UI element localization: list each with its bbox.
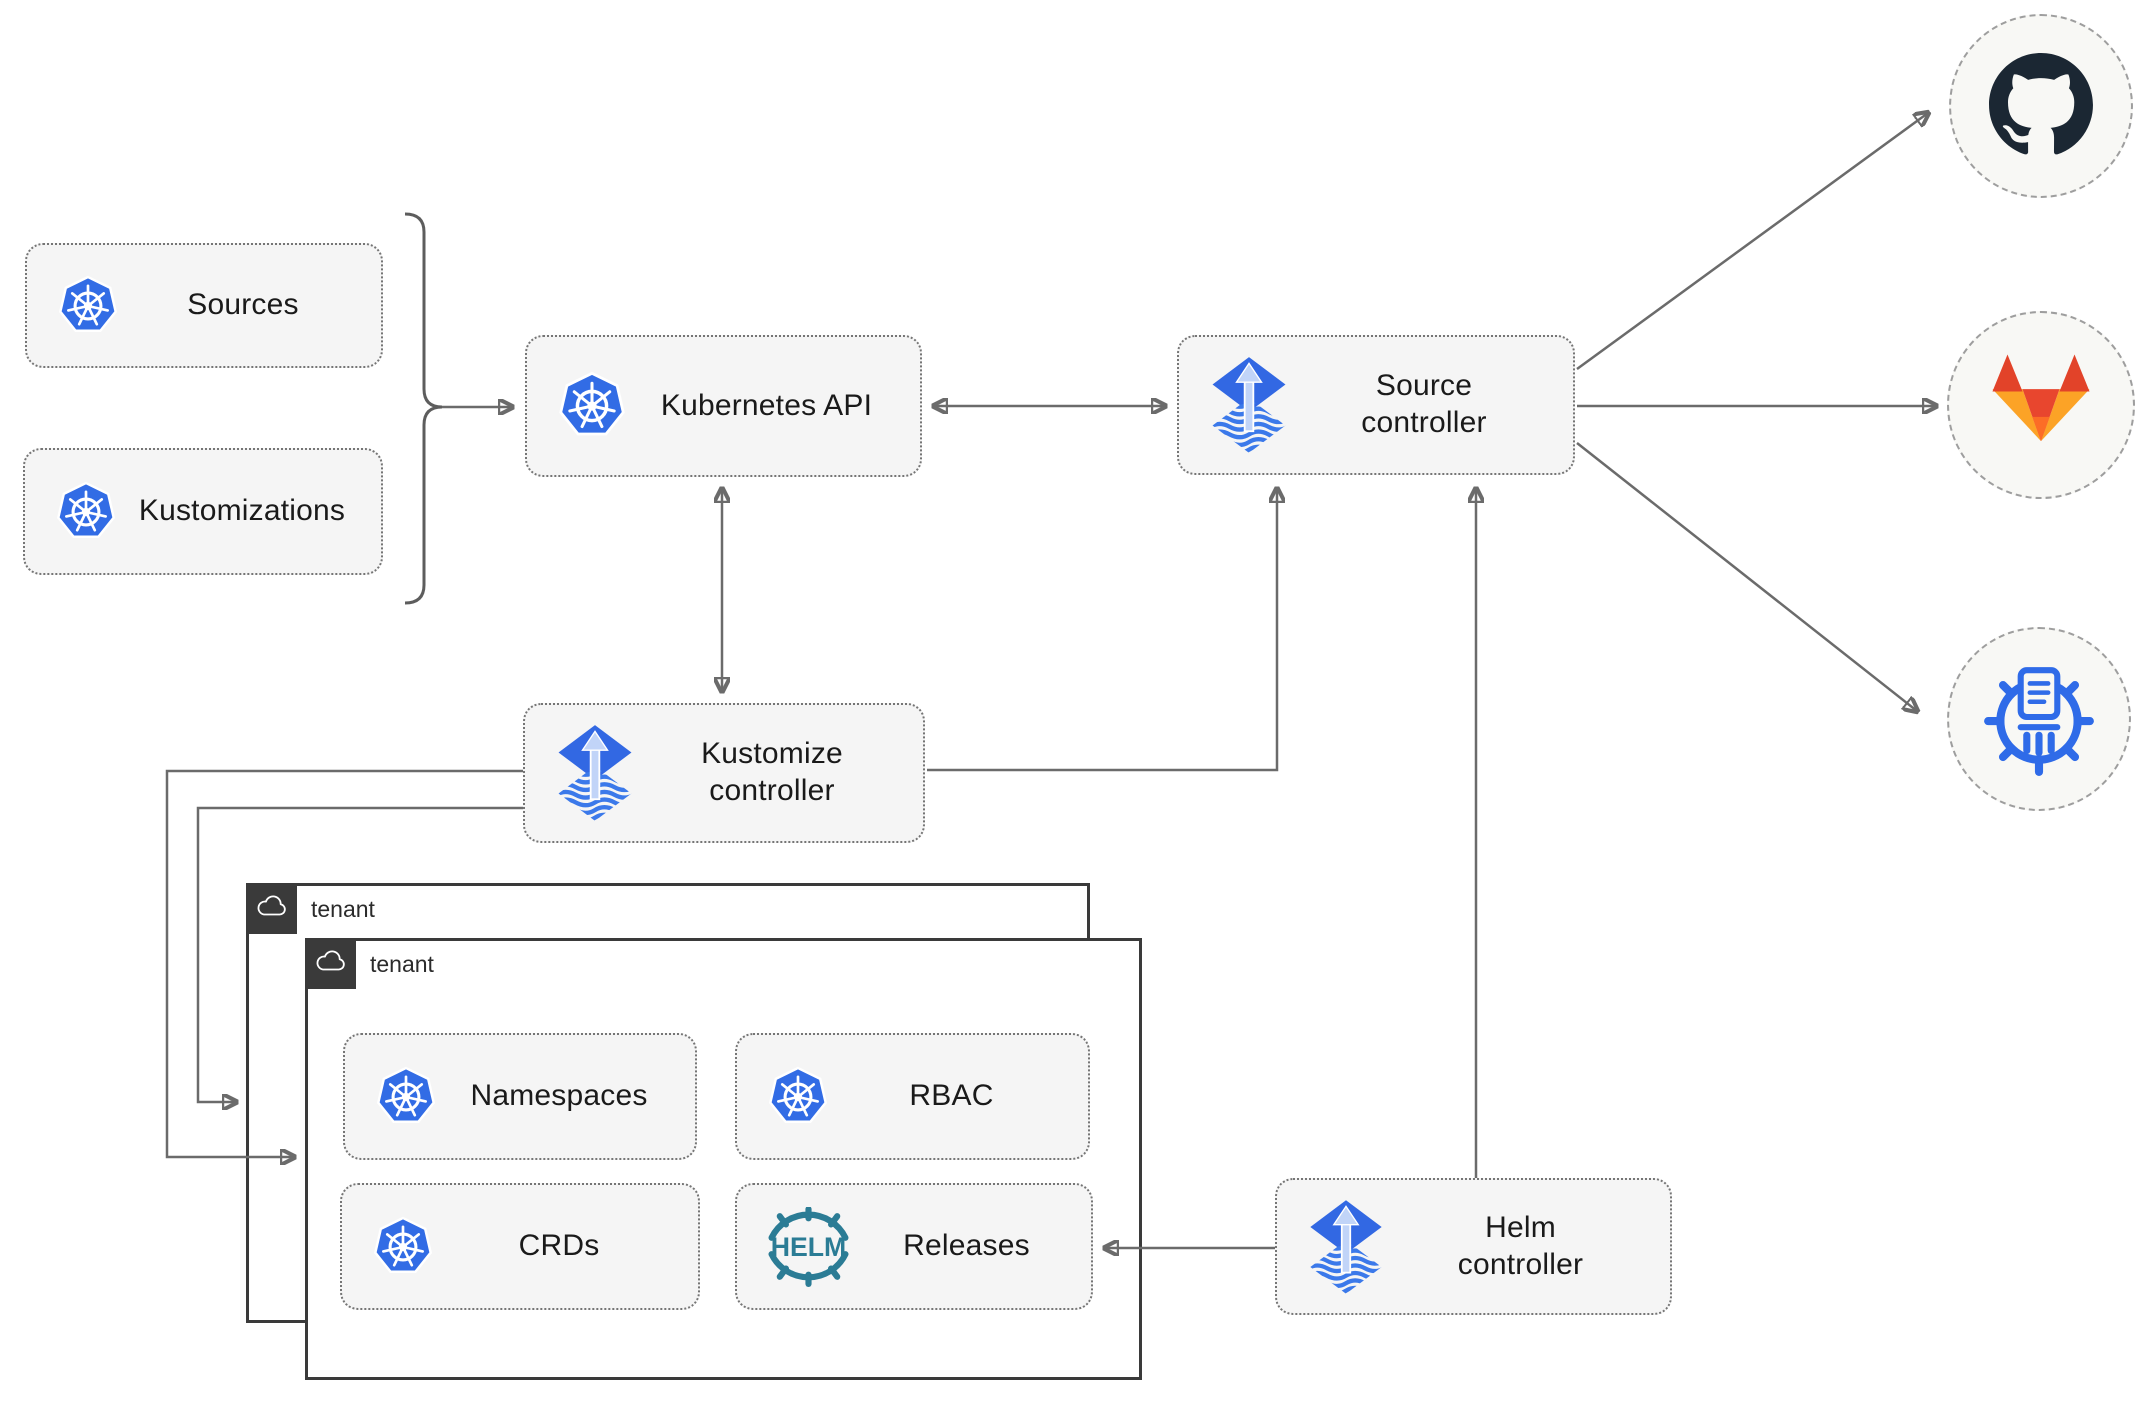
node-label: Namespaces: [470, 1079, 648, 1113]
label-line: controller: [709, 774, 835, 807]
node-label: CRDs: [518, 1229, 600, 1263]
edge-source-to-chartmuseum: [1576, 442, 1917, 711]
tenant-header: [305, 938, 356, 989]
helm-repository-icon: [1947, 627, 2131, 811]
gitlab-endpoint: [1947, 311, 2135, 499]
kubernetes-icon: [372, 1216, 434, 1278]
node-label: Kustomizations: [138, 494, 346, 528]
node-kubernetes-api: Kubernetes API: [525, 335, 922, 477]
kubernetes-icon: [57, 275, 119, 337]
tenant-label: tenant: [311, 896, 375, 922]
flux-icon: [1307, 1199, 1385, 1295]
node-namespaces: Namespaces: [343, 1033, 697, 1160]
helm-icon: [761, 1207, 856, 1287]
node-label: RBAC: [909, 1079, 994, 1113]
label-line: controller: [1457, 1247, 1584, 1281]
node-kustomize-controller: Kustomize controller: [523, 703, 925, 843]
github-endpoint: [1949, 14, 2133, 198]
node-rbac: RBAC: [735, 1033, 1090, 1160]
flux-icon: [555, 724, 635, 822]
tenant-label: tenant: [370, 951, 434, 977]
node-helm-controller: Helm controller: [1275, 1178, 1672, 1315]
cloud-icon: [315, 949, 347, 978]
node-label: Kustomize controller: [635, 736, 923, 809]
grouping-brace: [404, 212, 443, 605]
node-label: Source controller: [1289, 368, 1573, 441]
label-line: controller: [1361, 406, 1487, 439]
label-line: Helm: [1485, 1210, 1556, 1244]
label-line: Source: [1375, 369, 1473, 403]
edge-kustomize-to-source: [927, 489, 1277, 772]
tenant-header: [246, 883, 297, 934]
node-source-controller: Source controller: [1177, 335, 1575, 475]
node-sources: Sources: [25, 243, 383, 368]
kubernetes-icon: [767, 1066, 829, 1128]
node-label: Kubernetes API: [660, 388, 873, 422]
node-kustomizations: Kustomizations: [23, 448, 383, 575]
kubernetes-icon: [557, 371, 627, 441]
gitlab-icon: [1983, 351, 2099, 460]
node-label: Helm controller: [1385, 1210, 1670, 1283]
kubernetes-icon: [375, 1066, 437, 1128]
chart-repository-icon: [1978, 656, 2100, 783]
node-crds: CRDs: [340, 1183, 700, 1310]
label-line: Kustomize: [701, 737, 843, 771]
github-icon: [1989, 52, 2093, 160]
node-label: Releases: [903, 1229, 1030, 1263]
edge-source-to-github: [1576, 113, 1928, 371]
cloud-icon: [256, 894, 288, 923]
node-releases: Releases: [735, 1183, 1093, 1310]
flux-icon: [1209, 356, 1289, 454]
kubernetes-icon: [55, 481, 117, 543]
node-label: Sources: [187, 288, 299, 322]
